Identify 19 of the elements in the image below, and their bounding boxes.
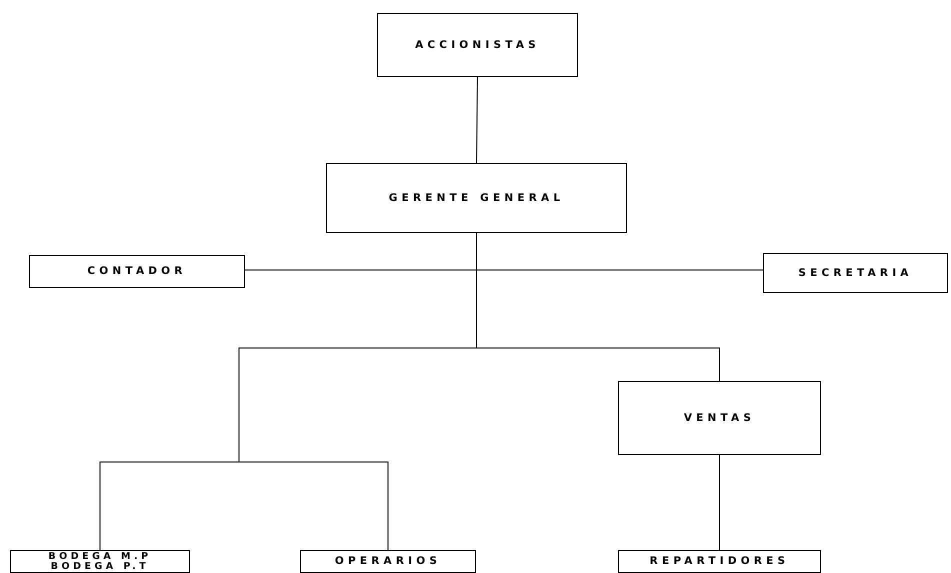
org-box [618,550,821,573]
role-label: CONTADOR [87,265,187,278]
org-box [300,550,476,573]
org-box [326,163,627,233]
role-label: SECRETARIA [798,266,913,280]
role-label: BODEGA M.P [48,552,152,562]
connector-line [476,76,478,164]
role-label: ACCIONISTAS [415,38,540,52]
org-box [763,253,948,293]
org-box [377,13,578,77]
role-label: OPERARIOS [334,555,442,568]
role-label: GERENTE GENERAL [388,192,564,204]
role-label: BODEGA P.T [50,562,150,572]
org-box [10,550,190,573]
role-label: VENTAS [684,412,756,424]
org-box [618,381,821,455]
role-label: REPARTIDORES [650,555,790,568]
connector-line [719,454,720,550]
org-box [29,255,245,288]
